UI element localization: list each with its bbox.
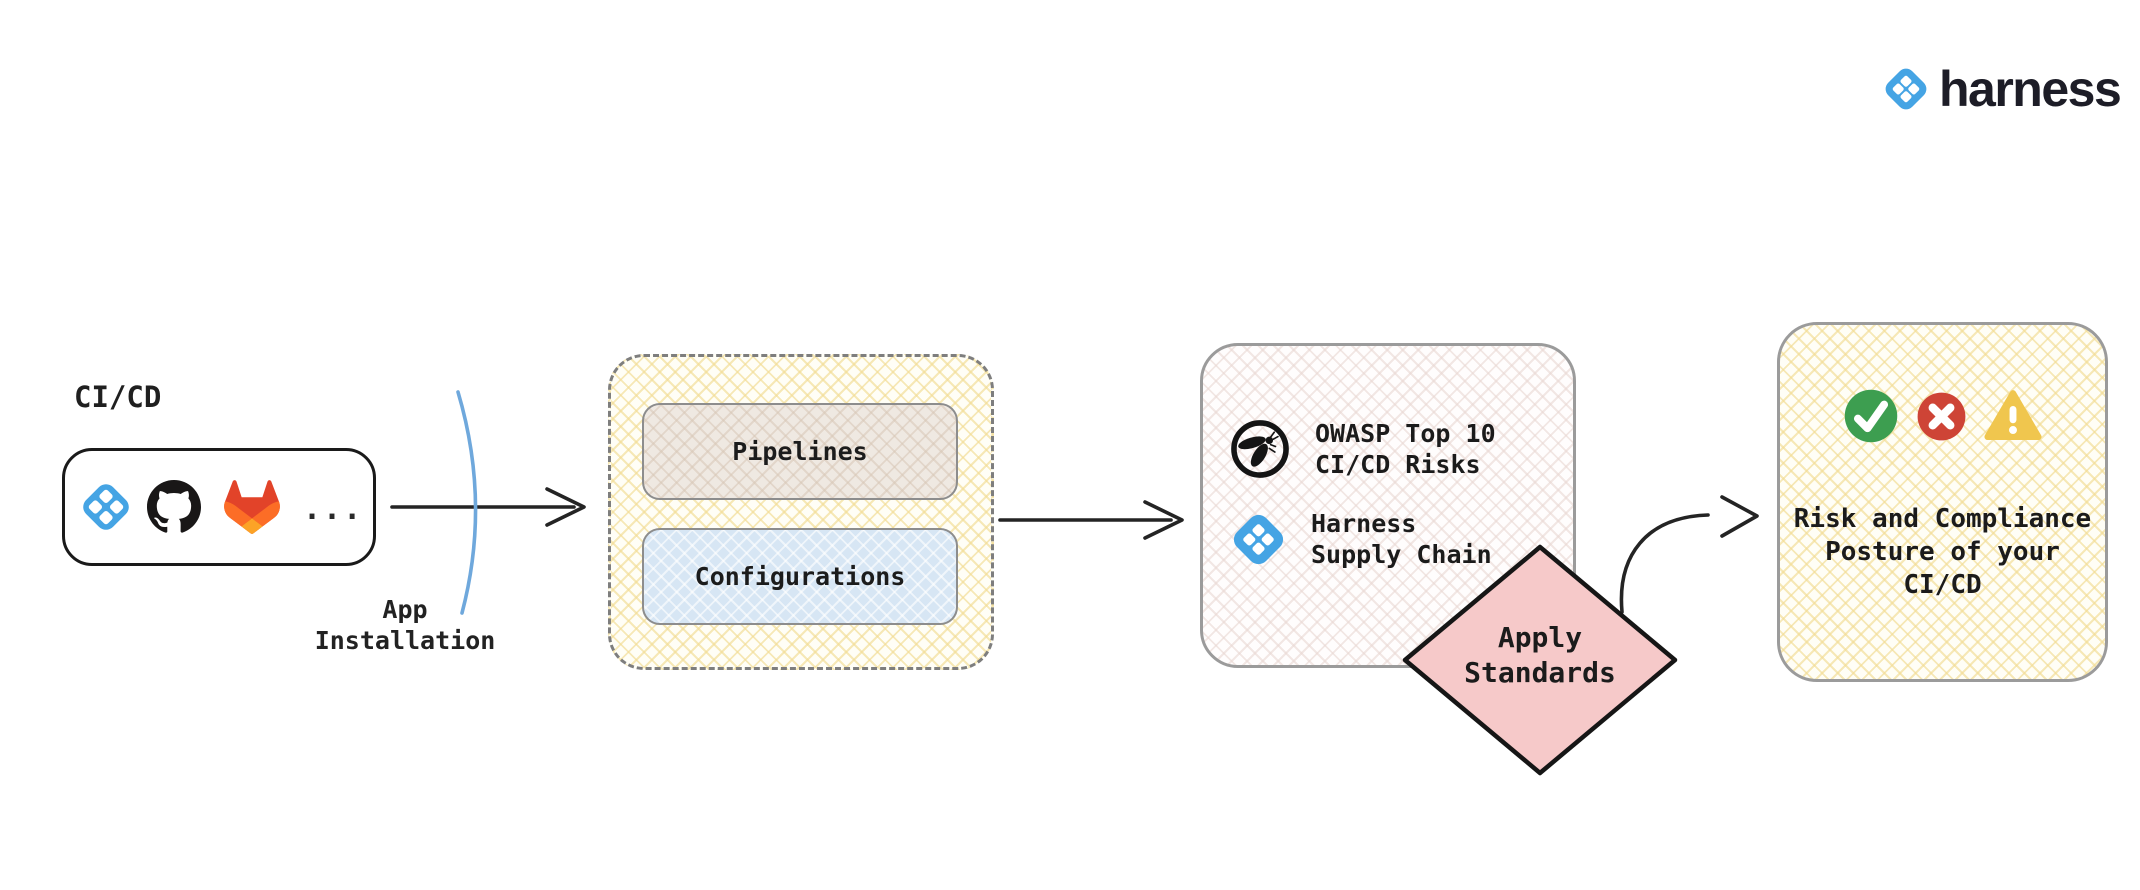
result-icons	[1780, 387, 2105, 445]
arrow-pipelines-to-standards	[998, 500, 1184, 540]
app-installation-label: App Installation	[314, 595, 496, 655]
standards-box: OWASP Top 10 CI/CD Risks Harness Supply …	[1200, 343, 1576, 668]
apply-standards-label: Apply Standards	[1464, 621, 1616, 689]
source-box: ...	[62, 448, 376, 566]
app-installation-curve	[456, 390, 478, 615]
arrow-source-to-pipelines	[390, 487, 586, 527]
harness-wordmark: harness	[1939, 61, 2122, 117]
github-icon	[147, 480, 201, 534]
harness-icon	[1229, 510, 1287, 568]
configurations-box: Configurations	[642, 528, 958, 625]
check-icon	[1844, 389, 1898, 443]
result-label: Risk and Compliance Posture of your CI/C…	[1793, 504, 2092, 600]
more-sources-ellipsis: ...	[303, 491, 364, 527]
harness-logo: harness	[1881, 61, 2122, 117]
cicd-label: CI/CD	[74, 380, 162, 414]
harness-supply-chain-label: Harness Supply Chain	[1311, 509, 1492, 569]
apply-standards-diamond	[1402, 544, 1678, 776]
gitlab-icon	[223, 478, 281, 536]
pipeline-group-box: Pipelines Configurations	[608, 354, 994, 670]
harness-supply-chain-row: Harness Supply Chain	[1229, 508, 1492, 570]
pipelines-box: Pipelines	[642, 403, 958, 500]
owasp-icon	[1229, 418, 1291, 480]
owasp-label: OWASP Top 10 CI/CD Risks	[1315, 419, 1496, 479]
warning-icon	[1984, 390, 2042, 441]
result-box: Risk and Compliance Posture of your CI/C…	[1777, 322, 2108, 682]
harness-icon	[79, 480, 133, 534]
owasp-row: OWASP Top 10 CI/CD Risks	[1229, 418, 1496, 480]
cross-icon	[1917, 392, 1966, 440]
harness-logo-icon	[1881, 64, 1931, 114]
